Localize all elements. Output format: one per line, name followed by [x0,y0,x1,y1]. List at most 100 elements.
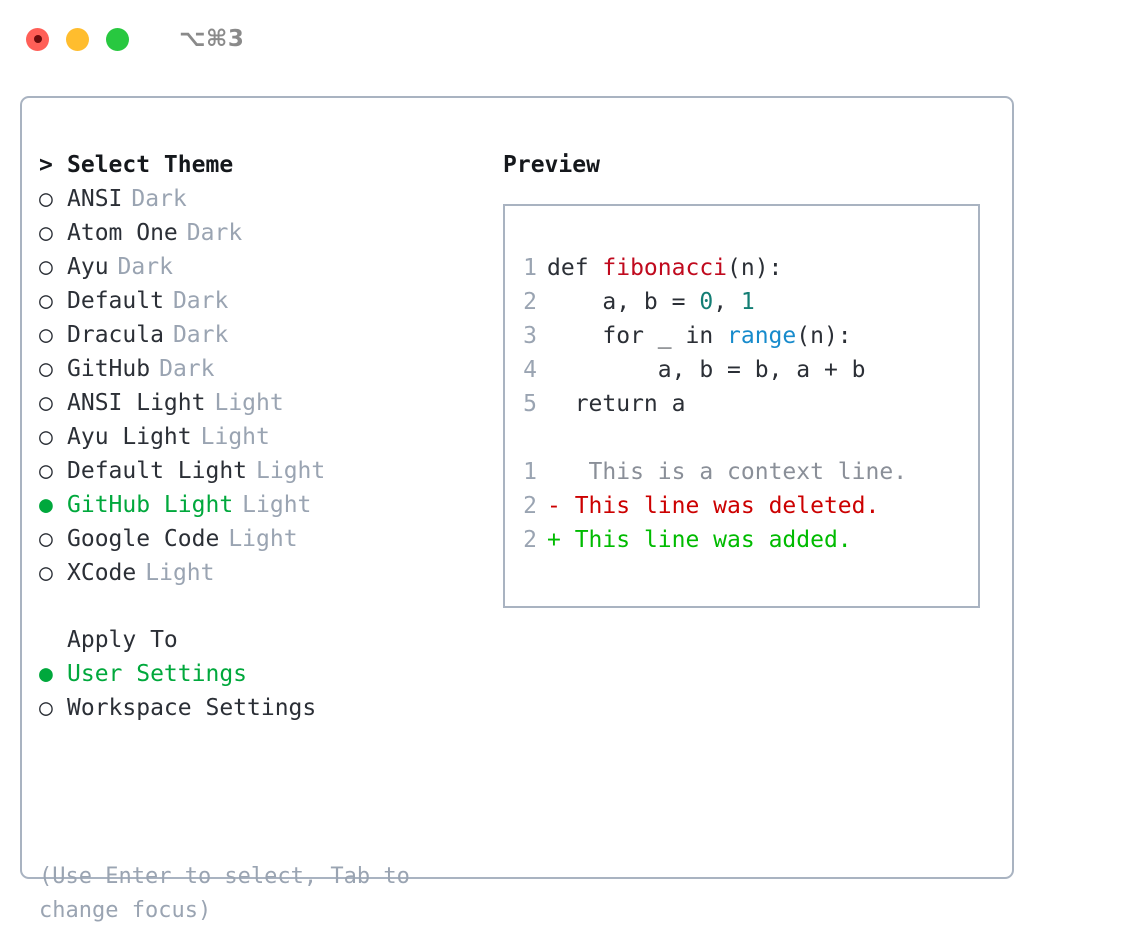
code-line-content: return a [547,387,686,421]
theme-list-item[interactable]: ○ Ayu Light Light [39,420,499,454]
code-token: for _ in [547,323,728,349]
apply-to-title: Apply To [67,627,178,653]
theme-mode-label: Light [214,390,284,416]
code-line-content: a, b = 0, 1 [547,285,754,319]
theme-name-label: Dracula [67,322,164,348]
diff-sign: - [547,493,561,519]
code-line: 3 for _ in range(n): [505,319,978,353]
diff-text: This line was deleted. [560,493,880,519]
select-theme-header: > Select Theme [39,148,499,182]
diff-sample: 1 This is a context line. 2- This line wa… [505,455,978,557]
theme-name-label: Default [67,288,164,314]
apply-to-list: ●User Settings ○ Workspace Settings [39,657,499,725]
code-line-number: 1 [523,255,537,281]
diff-line-number: 2 [523,527,537,553]
keyboard-shortcut-label: ⌥⌘3 [179,26,245,52]
radio-unselected-icon[interactable]: ○ [39,288,53,314]
title-bar: ⌥⌘3 [0,0,1140,78]
apply-to-label: Workspace Settings [67,695,317,721]
theme-mode-label: Light [200,424,270,450]
code-token: (n): [796,323,852,349]
radio-unselected-icon[interactable]: ○ [39,254,53,280]
theme-list-item[interactable]: ○ Ayu Dark [39,250,499,284]
diff-line-number: 2 [523,493,537,519]
code-line: 2 a, b = 0, 1 [505,285,978,319]
theme-list-item[interactable]: ○ Default Dark [39,284,499,318]
code-line-number: 2 [523,289,537,315]
code-line-content: a, b = b, a + b [547,353,866,387]
theme-name-label: XCode [67,560,137,586]
theme-mode-label: Light [228,526,298,552]
code-token: 0 [699,289,714,315]
close-button-icon[interactable] [26,27,49,51]
code-token: a, b = b, a + b [547,357,866,383]
window-controls [26,27,129,51]
theme-list-item[interactable]: ○ ANSI Light Light [39,386,499,420]
theme-list-item[interactable]: ● GitHub Light Light [39,488,499,522]
theme-list-item[interactable]: ○ ANSI Dark [39,182,499,216]
code-token: , [713,289,741,315]
diff-line: 2+ This line was added. [505,523,978,557]
theme-mode-label: Dark [131,186,187,212]
theme-mode-label: Light [256,458,326,484]
code-diff-gap [505,421,978,455]
radio-unselected-icon[interactable]: ○ [39,322,53,348]
radio-unselected-icon[interactable]: ○ [39,458,53,484]
theme-name-label: GitHub Light [67,492,234,518]
radio-selected-icon[interactable]: ● [39,492,53,518]
theme-mode-label: Dark [117,254,173,280]
diff-line: 2- This line was deleted. [505,489,978,523]
code-line-number: 4 [523,357,537,383]
theme-mode-label: Dark [186,220,243,246]
zoom-button-icon[interactable] [106,27,129,51]
radio-unselected-icon[interactable]: ○ [39,424,53,450]
code-line: 4 a, b = b, a + b [505,353,978,387]
theme-list-item[interactable]: ○ Default Light Light [39,454,499,488]
apply-to-item[interactable]: ●User Settings [39,657,499,691]
theme-name-label: Ayu [67,254,109,280]
code-token: def [547,255,603,281]
theme-name-label: Atom One [67,220,178,246]
theme-name-label: ANSI Light [67,390,206,416]
code-line-content: for _ in range(n): [547,319,852,353]
radio-unselected-icon[interactable]: ○ [39,560,53,586]
apply-to-item[interactable]: ○ Workspace Settings [39,691,499,725]
theme-mode-label: Dark [159,356,215,382]
select-theme-title: Select Theme [67,152,234,178]
apply-to-header: Apply To [39,623,499,657]
radio-unselected-icon[interactable]: ○ [39,220,53,246]
radio-unselected-icon[interactable]: ○ [39,526,53,552]
code-token: range [727,323,797,349]
theme-list-item[interactable]: ○ Atom One Dark [39,216,499,250]
theme-mode-label: Light [242,492,312,518]
theme-name-label: ANSI [67,186,123,212]
radio-unselected-icon[interactable]: ○ [39,186,53,212]
radio-selected-icon[interactable]: ● [39,661,53,687]
theme-mode-label: Dark [172,288,229,314]
theme-name-label: GitHub [67,356,151,382]
diff-text: This line was added. [560,527,852,553]
code-token: a, b = [547,289,700,315]
code-line: 5 return a [505,387,978,421]
code-line-number: 3 [523,323,537,349]
diff-sign [547,455,561,489]
diff-line-number: 1 [523,459,537,485]
radio-unselected-icon[interactable]: ○ [39,356,53,382]
diff-text: This is a context line. [560,459,908,485]
minimize-button-icon[interactable] [66,27,89,51]
theme-name-label: Ayu Light [67,424,192,450]
radio-unselected-icon[interactable]: ○ [39,695,53,721]
theme-name-label: Default Light [67,458,248,484]
code-token: fibonacci [602,255,728,281]
code-line-number: 5 [523,391,537,417]
theme-list-item[interactable]: ○ GitHub Dark [39,352,499,386]
radio-unselected-icon[interactable]: ○ [39,390,53,416]
